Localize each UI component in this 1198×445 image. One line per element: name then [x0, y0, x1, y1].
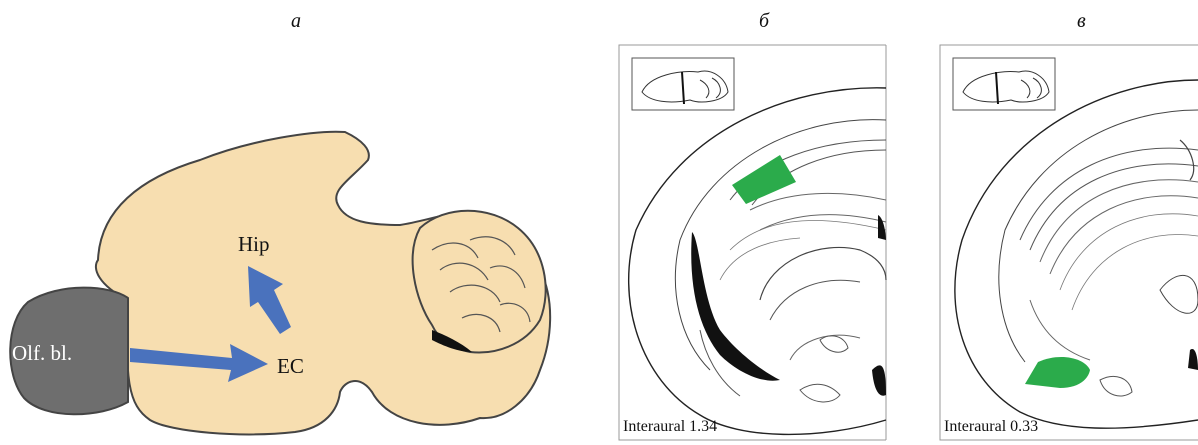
label-ec: EC: [277, 354, 304, 378]
label-olfactory-bulb: Olf. bl.: [12, 341, 72, 365]
caption-panel-b: Interaural 1.34: [623, 418, 717, 436]
caption-panel-c: Interaural 0.33: [944, 418, 1038, 436]
coronal-section-c: [940, 45, 1198, 440]
inset-sagittal-thumbnail: [632, 58, 734, 110]
coronal-section-b: [619, 45, 886, 440]
inset-sagittal-thumbnail: [953, 58, 1055, 110]
sagittal-brain-diagram: Olf. bl. EC Hip: [10, 132, 550, 435]
label-hip: Hip: [238, 232, 270, 256]
